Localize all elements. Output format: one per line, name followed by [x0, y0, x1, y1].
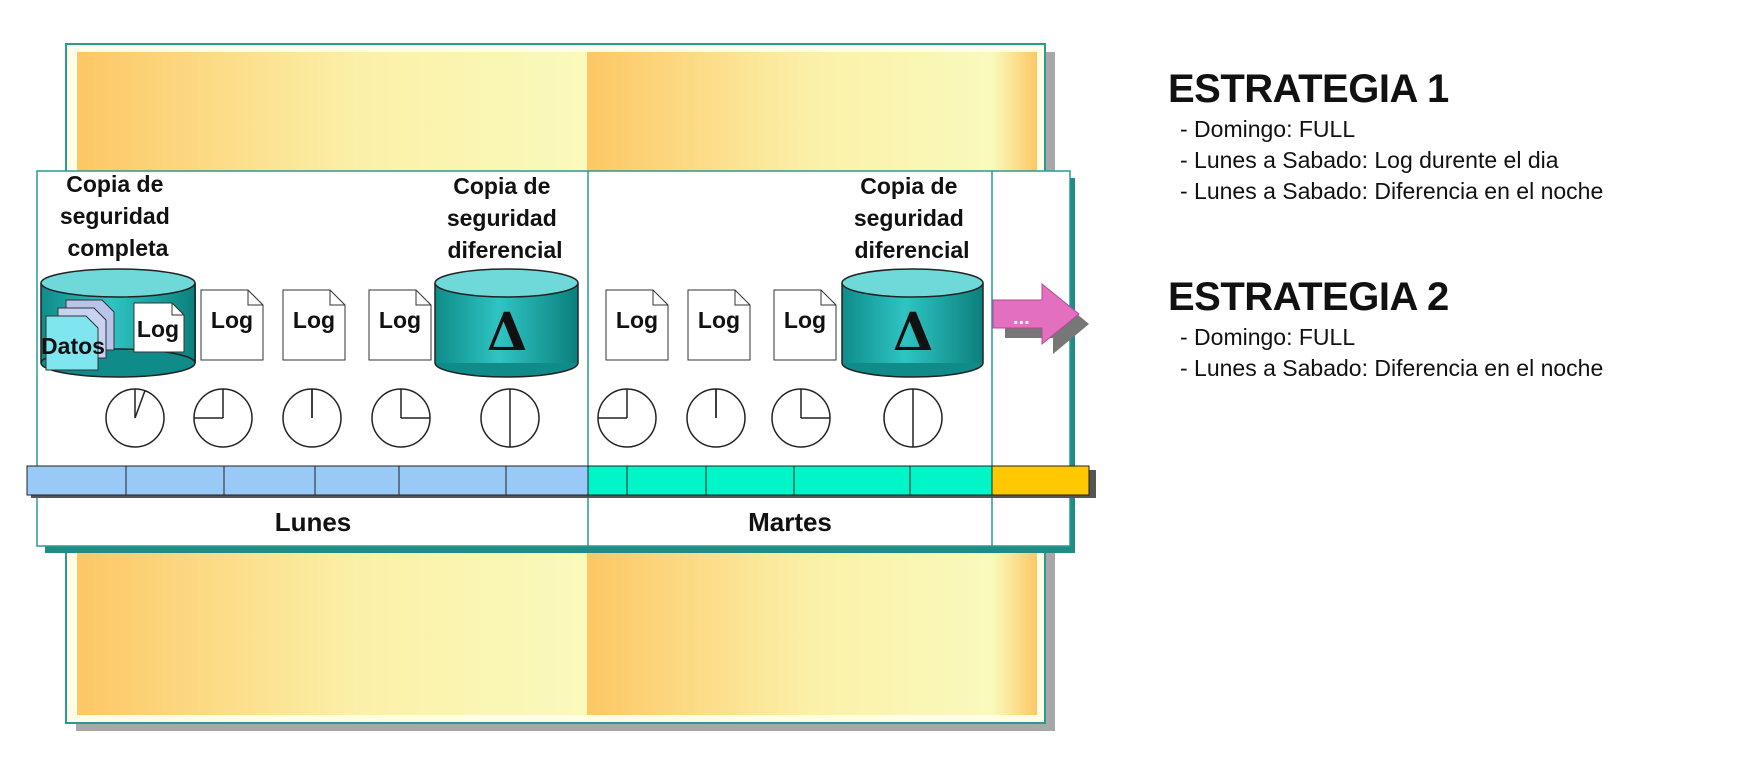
day-label-tuesday: Martes [748, 507, 832, 537]
log-doc-label: Log [137, 316, 179, 342]
diff-backup-database-tuesday-icon: Δ [841, 268, 984, 378]
delta-symbol: Δ [893, 302, 933, 363]
strategy-1-list: - Domingo: FULL - Lunes a Sabado: Log du… [1180, 114, 1603, 207]
continuation-dots: ... [1013, 307, 1030, 329]
log-document-icon: Log [605, 289, 669, 361]
clock-icon [371, 388, 431, 448]
clock-icon [105, 388, 165, 448]
strategy-2-item: - Lunes a Sabado: Diferencia en el noche [1180, 355, 1604, 381]
diff-backup-database-monday-icon: Δ [434, 268, 579, 378]
diff-backup-label-monday: Copia de seguridad diferencial [447, 173, 563, 263]
log-document-icon: Log [773, 289, 837, 361]
day-label-monday: Lunes [275, 507, 352, 537]
log-doc-label: Log [784, 307, 826, 333]
strategy-1-block: ESTRATEGIA 1 - Domingo: FULL - Lunes a S… [1168, 68, 1603, 207]
clock-icon [686, 388, 746, 448]
full-backup-database-icon: Datos Log [40, 268, 196, 378]
log-documents: Log Log Log Log Log Log [200, 289, 837, 361]
clock-icon [771, 388, 831, 448]
timeline-segment-monday [26, 465, 589, 496]
data-documents-icon: Datos [41, 299, 115, 371]
log-doc-label: Log [293, 307, 335, 333]
log-document-icon: Log [282, 289, 346, 361]
strategy-1-title: ESTRATEGIA 1 [1168, 67, 1449, 111]
log-doc-label: Log [616, 307, 658, 333]
clock-icon [480, 388, 540, 448]
timeline-segment-tuesday [587, 465, 993, 496]
data-doc-label: Datos [41, 333, 105, 359]
log-document-icon: Log [687, 289, 751, 361]
strategy-2-title: ESTRATEGIA 2 [1168, 275, 1449, 319]
strategy-1-item: - Lunes a Sabado: Diferencia en el noche [1180, 178, 1604, 204]
log-doc-label: Log [379, 307, 421, 333]
clock-icon [883, 388, 943, 448]
log-document-icon: Log [200, 289, 264, 361]
timeline-segment-next [991, 465, 1090, 496]
clocks [105, 388, 943, 448]
clock-icon [193, 388, 253, 448]
log-doc-label: Log [211, 307, 253, 333]
delta-symbol: Δ [487, 302, 527, 363]
strategy-2-list: - Domingo: FULL - Lunes a Sabado: Difere… [1180, 322, 1603, 384]
full-backup-label: Copia de seguridad completa [60, 171, 176, 261]
log-doc-in-full-backup-icon: Log [133, 302, 185, 353]
strategy-2-item: - Domingo: FULL [1180, 324, 1356, 350]
clock-icon [282, 388, 342, 448]
strategy-1-item: - Lunes a Sabado: Log durente el dia [1180, 147, 1559, 173]
clock-icon [597, 388, 657, 448]
log-document-icon: Log [368, 289, 432, 361]
timeline-bar [26, 465, 1096, 498]
continuation-arrow-icon: ... [992, 282, 1089, 354]
diff-backup-label-tuesday: Copia de seguridad diferencial [854, 173, 970, 263]
strategy-1-item: - Domingo: FULL [1180, 116, 1356, 142]
strategy-2-block: ESTRATEGIA 2 - Domingo: FULL - Lunes a S… [1168, 276, 1603, 384]
log-doc-label: Log [698, 307, 740, 333]
